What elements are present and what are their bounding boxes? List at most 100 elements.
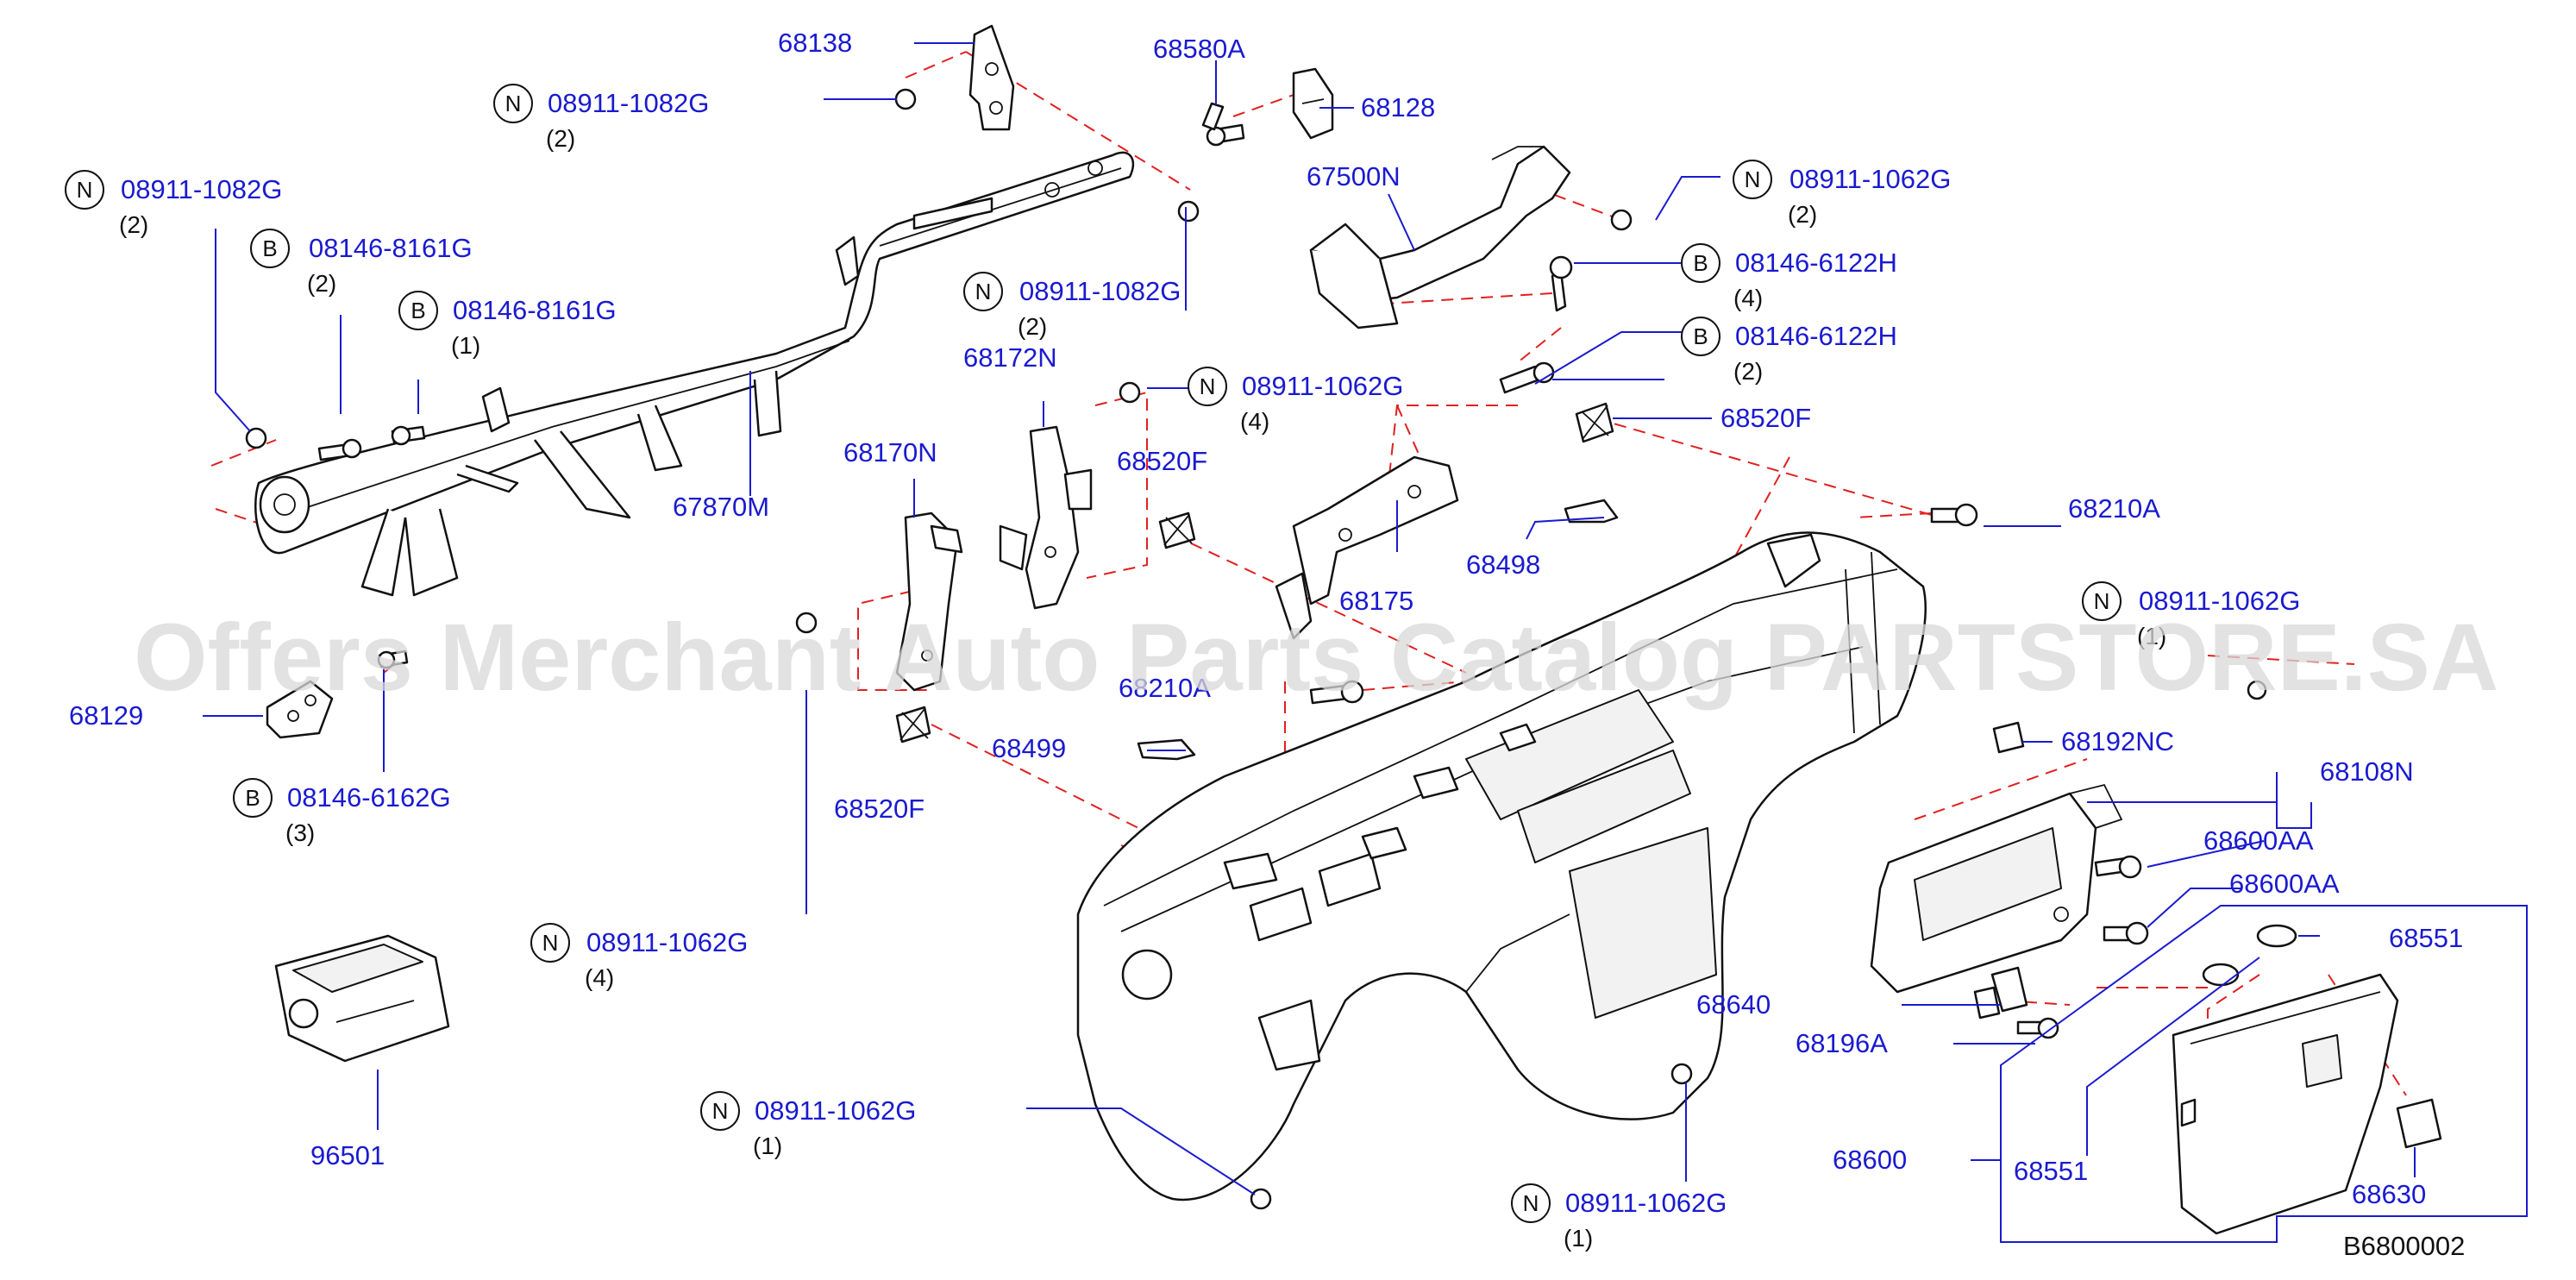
svg-text:N: N [1200, 373, 1216, 399]
label-b-r2-qty: (2) [1733, 358, 1763, 385]
label-68551-b: 68551 [2014, 1156, 2088, 1186]
glovebox-lid-68108n [1870, 783, 2123, 994]
svg-text:N: N [712, 1098, 729, 1124]
label-68172n: 68172N [963, 342, 1057, 373]
label-68108n: 68108N [2320, 756, 2414, 787]
label-b-left2-part: 08146-8161G [453, 295, 617, 325]
label-n-topleft-qty: (2) [546, 125, 575, 152]
svg-text:N: N [505, 91, 522, 116]
label-68520f-a: 68520F [1720, 403, 1811, 433]
label-n-mid-part: 08911-1082G [1019, 276, 1181, 306]
label-68196a: 68196A [1796, 1028, 1888, 1058]
label-68520f-b: 68520F [1117, 446, 1207, 476]
label-68192nc: 68192NC [2061, 726, 2174, 756]
badge-b-r2: B [1681, 317, 1720, 356]
watermark-text: Offers Merchant Auto Parts Catalog PARTS… [134, 605, 2498, 711]
label-n-topleft-part: 08911-1082G [548, 88, 709, 118]
label-n-rtop-qty: (2) [1788, 201, 1817, 228]
diagram-reference: B6800002 [2343, 1231, 2465, 1261]
label-n-far-part: 08911-1062G [2139, 586, 2300, 616]
badge-n-bl: N [530, 923, 570, 963]
bracket-67500n [1309, 145, 1571, 329]
label-n-mid-qty: (2) [1018, 313, 1047, 340]
label-b-bot-part: 08146-6162G [287, 782, 451, 813]
label-n-m2-qty: (4) [1240, 408, 1269, 435]
label-68499: 68499 [992, 733, 1066, 763]
leader-lines [203, 42, 2528, 1243]
label-b-bot-qty: (3) [285, 819, 315, 846]
badge-n-left: N [65, 170, 104, 210]
label-n-left-qty: (2) [119, 211, 148, 238]
svg-text:N: N [77, 177, 93, 203]
label-n-far-qty: (1) [2137, 623, 2166, 649]
badge-n-rtop: N [1733, 160, 1772, 199]
label-67500n: 67500N [1307, 161, 1401, 191]
badge-n-m2: N [1188, 367, 1227, 406]
bracket-68128 [1292, 67, 1334, 140]
svg-text:B: B [262, 235, 277, 261]
label-68630: 68630 [2352, 1179, 2426, 1209]
label-n-bl-part: 08911-1062G [586, 927, 748, 957]
cross-member-67870m [254, 151, 1135, 597]
svg-text:N: N [1523, 1190, 1539, 1216]
label-68129: 68129 [69, 700, 143, 731]
bracket-68170n [895, 511, 963, 692]
badge-b-r1: B [1681, 243, 1720, 283]
label-b-left1-qty: (2) [307, 270, 336, 297]
label-b-r1-qty: (4) [1733, 285, 1763, 311]
part-illustrations [245, 24, 2442, 1235]
label-n-b1-qty: (1) [753, 1133, 782, 1159]
badge-n-far: N [2082, 581, 2122, 621]
label-67870m: 67870M [673, 492, 769, 522]
badge-n-mid: N [963, 272, 1003, 311]
label-68138: 68138 [778, 28, 852, 58]
bracket-68175 [1275, 455, 1459, 640]
svg-text:B: B [1693, 250, 1708, 276]
label-n-rtop-part: 08911-1062G [1789, 164, 1951, 194]
label-68580a: 68580A [1153, 34, 1245, 64]
bracket-68172n [999, 425, 1093, 610]
label-n-left-part: 08911-1082G [121, 174, 282, 204]
badge-n-b2: N [1511, 1183, 1551, 1223]
svg-text:B: B [411, 298, 425, 323]
label-68640: 68640 [1696, 989, 1771, 1020]
svg-text:N: N [1745, 166, 1761, 192]
label-68600aa-b: 68600AA [2229, 869, 2340, 899]
label-n-b1-part: 08911-1062G [755, 1095, 916, 1126]
svg-text:B: B [1693, 323, 1708, 349]
label-b-r1-part: 08146-6122H [1735, 248, 1897, 278]
label-68210a-a: 68210A [2068, 493, 2160, 524]
label-68520f-c: 68520F [834, 794, 924, 824]
label-68600: 68600 [1833, 1145, 1907, 1175]
badge-b-bot: B [233, 778, 273, 818]
label-n-m2-part: 08911-1062G [1242, 371, 1403, 401]
label-96501: 96501 [310, 1140, 385, 1170]
label-68498: 68498 [1466, 549, 1540, 580]
svg-text:N: N [542, 930, 559, 956]
label-68210a-b: 68210A [1119, 673, 1211, 703]
label-n-bl-qty: (4) [585, 964, 614, 991]
label-68175: 68175 [1339, 586, 1413, 616]
label-68600aa-a: 68600AA [2203, 825, 2314, 856]
bracket-68138 [968, 24, 1015, 131]
label-68551-a: 68551 [2389, 923, 2463, 953]
label-68170n: 68170N [843, 437, 937, 467]
badge-b-left2: B [398, 291, 438, 330]
svg-text:N: N [975, 279, 992, 304]
instrument-panel [1076, 531, 1927, 1202]
svg-text:B: B [245, 785, 260, 811]
glovebox-68600 [2172, 973, 2399, 1235]
label-n-b2-qty: (1) [1564, 1225, 1593, 1252]
label-68128: 68128 [1361, 92, 1435, 122]
label-n-b2-part: 08911-1062G [1565, 1188, 1727, 1218]
svg-text:N: N [2094, 588, 2110, 614]
label-b-left1-part: 08146-8161G [309, 233, 473, 263]
part-labels: 68138 68580A 68128 67500N 08911-1082G (2… [69, 28, 2465, 1261]
badge-n-b1: N [700, 1091, 740, 1131]
badge-n-topleft: N [493, 84, 533, 123]
badge-b-left1: B [250, 229, 290, 268]
label-b-r2-part: 08146-6122H [1735, 321, 1897, 351]
badges: N N B B N N B B N N B N N N [65, 84, 2122, 1223]
label-b-left2-qty: (1) [451, 332, 480, 359]
